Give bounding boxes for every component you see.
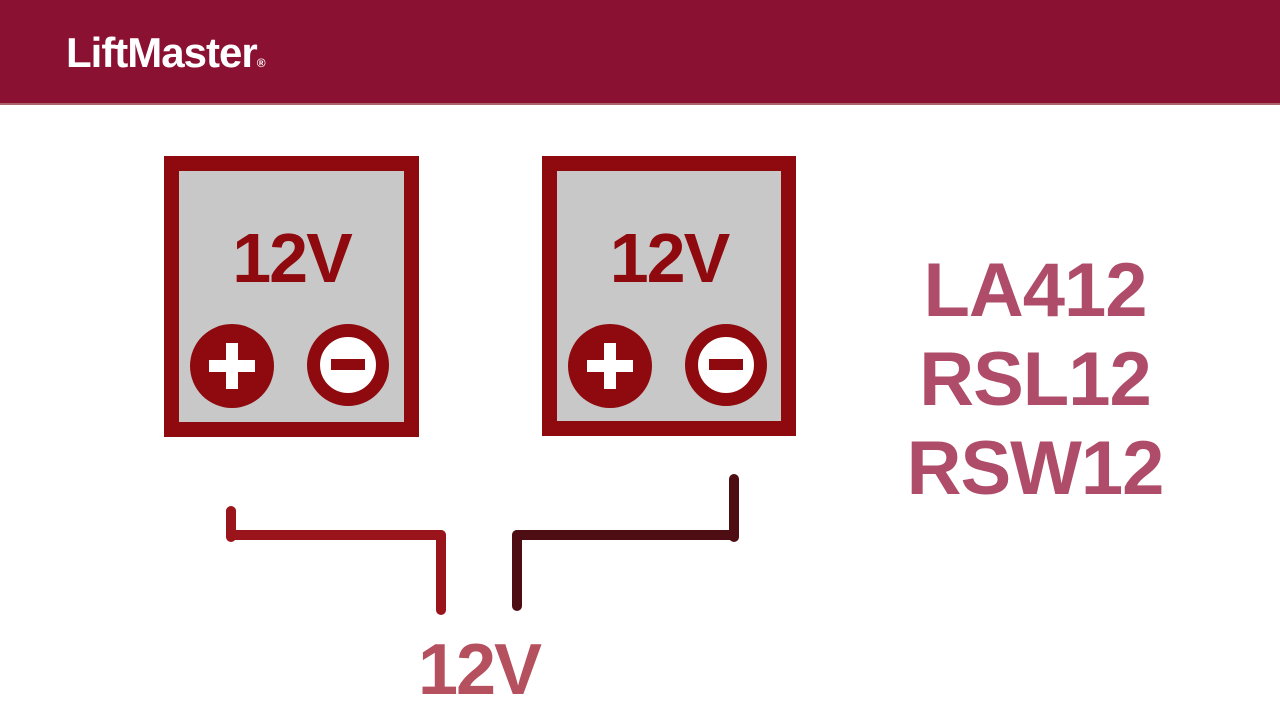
output-voltage-label: 12V xyxy=(417,630,542,710)
battery-1-voltage-label: 12V xyxy=(232,219,353,297)
logo-text: LiftMaster xyxy=(66,29,258,76)
positive-wire-horizontal xyxy=(226,530,446,540)
battery-1: 12V xyxy=(164,156,419,437)
model-name-rsw12: RSW12 xyxy=(906,426,1165,511)
model-list: LA412 RSL12 RSW12 xyxy=(880,246,1190,513)
model-name-la412: LA412 xyxy=(923,248,1147,333)
battery-2: 12V xyxy=(542,156,796,436)
plus-terminal-icon xyxy=(190,324,274,408)
positive-wire-stub xyxy=(226,506,236,542)
negative-wire-horizontal xyxy=(512,530,739,540)
battery-2-voltage-label: 12V xyxy=(609,219,731,297)
minus-terminal-icon xyxy=(307,324,389,406)
positive-wire-drop xyxy=(436,530,446,615)
model-name-rsl12: RSL12 xyxy=(919,337,1152,422)
registered-trademark-icon: ® xyxy=(256,56,266,70)
negative-wire-drop xyxy=(512,530,522,611)
header-bar: LiftMaster® xyxy=(0,0,1280,105)
minus-terminal-icon xyxy=(685,324,767,406)
plus-terminal-icon xyxy=(568,324,652,408)
negative-wire-stub xyxy=(729,474,739,542)
liftmaster-logo: LiftMaster® xyxy=(66,32,266,74)
